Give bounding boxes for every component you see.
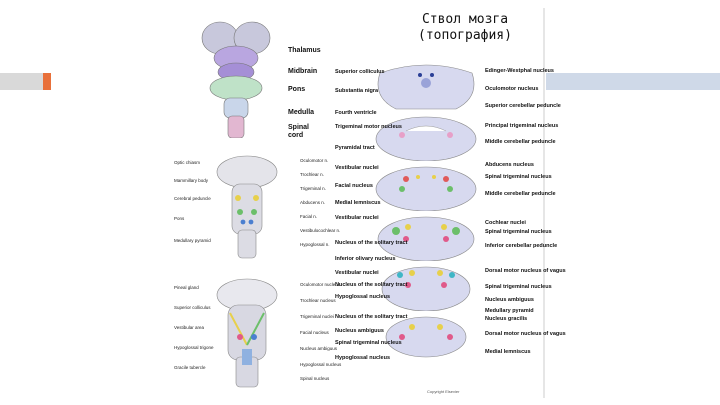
tiny-label: Oculomotor n. bbox=[300, 158, 328, 163]
cross-section-lower-pons bbox=[372, 213, 480, 261]
cross-section-lower-medulla bbox=[372, 313, 480, 361]
section-left-label: Pyramidal tract bbox=[335, 145, 375, 151]
section-left-label: Vestibular nuclei bbox=[335, 165, 379, 171]
tiny-label: Trochlear n. bbox=[300, 172, 324, 177]
section-left-label: Nucleus of the solitary tract bbox=[335, 282, 407, 288]
label-spinal-cord-2: cord bbox=[288, 132, 303, 140]
tiny-label: Cerebral peduncle bbox=[174, 196, 211, 201]
section-left-label: Nucleus ambiguus bbox=[335, 328, 384, 334]
tiny-label: Spinal nucleus bbox=[300, 376, 329, 381]
section-left-label: Inferior olivary nucleus bbox=[335, 256, 396, 262]
section-right-label: Nucleus ambiguus bbox=[485, 297, 534, 303]
title-line-1: Ствол мозга bbox=[395, 12, 535, 28]
tiny-label: Vestibulocochlear n. bbox=[300, 228, 340, 233]
figure-credit: Copyright Elsevier bbox=[427, 389, 459, 394]
tiny-label: Hypoglossal trigone bbox=[174, 345, 214, 350]
slide-decor-bar-right bbox=[545, 73, 720, 90]
tiny-label: Gracile tubercle bbox=[174, 365, 206, 370]
label-midbrain: Midbrain bbox=[288, 68, 317, 76]
section-left-label: Fourth ventricle bbox=[335, 110, 377, 116]
section-right-label: Oculomotor nucleus bbox=[485, 86, 538, 92]
tiny-label: Vestibular area bbox=[174, 325, 204, 330]
title-line-2: (топография) bbox=[395, 28, 535, 44]
cross-section-upper-pons bbox=[372, 113, 480, 161]
section-left-label: Hypoglossal nucleus bbox=[335, 355, 390, 361]
section-left-label: Nucleus of the solitary tract bbox=[335, 314, 407, 320]
section-right-label: Dorsal motor nucleus of vagus bbox=[485, 268, 566, 274]
section-left-label: Spinal trigeminal nucleus bbox=[335, 340, 402, 346]
label-spinal-cord-1: Spinal bbox=[288, 124, 309, 132]
section-right-label: Edinger-Westphal nucleus bbox=[485, 68, 554, 74]
section-right-label: Spinal trigeminal nucleus bbox=[485, 174, 552, 180]
label-thalamus: Thalamus bbox=[288, 47, 321, 55]
tiny-label: Trigeminal nuclei bbox=[300, 314, 334, 319]
brainstem-overview-illustration bbox=[190, 18, 285, 138]
brainstem-dorsal-illustration bbox=[200, 275, 295, 390]
tiny-label: Mammillary body bbox=[174, 178, 208, 183]
section-right-label: Superior cerebellar peduncle bbox=[485, 103, 561, 109]
label-medulla: Medulla bbox=[288, 109, 314, 117]
section-right-label: Middle cerebellar peduncle bbox=[485, 139, 556, 145]
tiny-label: Facial nucleus bbox=[300, 330, 329, 335]
section-left-label: Vestibular nuclei bbox=[335, 215, 379, 221]
section-right-label: Spinal trigeminal nucleus bbox=[485, 229, 552, 235]
tiny-label: Pons bbox=[174, 216, 184, 221]
tiny-label: Trigeminal n. bbox=[300, 186, 326, 191]
cross-section-mid-pons bbox=[372, 163, 480, 211]
section-left-label: Hypoglossal nucleus bbox=[335, 294, 390, 300]
section-right-label: Dorsal motor nucleus of vagus bbox=[485, 331, 566, 337]
tiny-label: Hypoglossal n. bbox=[300, 242, 330, 247]
tiny-label: Hypoglossal nucleus bbox=[300, 362, 341, 367]
section-right-label: Inferior cerebellar peduncle bbox=[485, 243, 557, 249]
section-right-label: Abducens nucleus bbox=[485, 162, 534, 168]
cross-section-midbrain bbox=[372, 63, 480, 111]
tiny-label: Nucleus ambiguus bbox=[300, 346, 337, 351]
section-left-label: Medial lemniscus bbox=[335, 200, 381, 206]
section-left-label: Trigeminal motor nucleus bbox=[335, 124, 402, 130]
section-right-label: Nucleus gracilis bbox=[485, 316, 527, 322]
slide-decor-bar-left bbox=[0, 73, 43, 90]
tiny-label: Facial n. bbox=[300, 214, 317, 219]
section-right-label: Cochlear nuclei bbox=[485, 220, 526, 226]
section-left-label: Substantia nigra bbox=[335, 88, 378, 94]
label-pons: Pons bbox=[288, 86, 305, 94]
section-left-label: Vestibular nuclei bbox=[335, 270, 379, 276]
section-right-label: Middle cerebellar peduncle bbox=[485, 191, 556, 197]
section-left-label: Nucleus of the solitary tract bbox=[335, 240, 407, 246]
brainstem-ventral-illustration bbox=[200, 150, 295, 260]
slide-decor-accent bbox=[43, 73, 51, 90]
section-right-label: Medullary pyramid bbox=[485, 308, 534, 314]
tiny-label: Trochlear nucleus bbox=[300, 298, 336, 303]
tiny-label: Pineal gland bbox=[174, 285, 199, 290]
section-left-label: Facial nucleus bbox=[335, 183, 373, 189]
section-right-label: Spinal trigeminal nucleus bbox=[485, 284, 552, 290]
slide-title: Ствол мозга (топография) bbox=[395, 12, 535, 44]
tiny-label: Medullary pyramid bbox=[174, 238, 211, 243]
tiny-label: Superior colliculus bbox=[174, 305, 211, 310]
section-left-label: Superior colliculus bbox=[335, 69, 385, 75]
section-right-label: Principal trigeminal nucleus bbox=[485, 123, 558, 129]
tiny-label: Abducens n. bbox=[300, 200, 325, 205]
figure-divider bbox=[543, 8, 545, 398]
tiny-label: Optic chiasm bbox=[174, 160, 200, 165]
section-right-label: Medial lemniscus bbox=[485, 349, 531, 355]
